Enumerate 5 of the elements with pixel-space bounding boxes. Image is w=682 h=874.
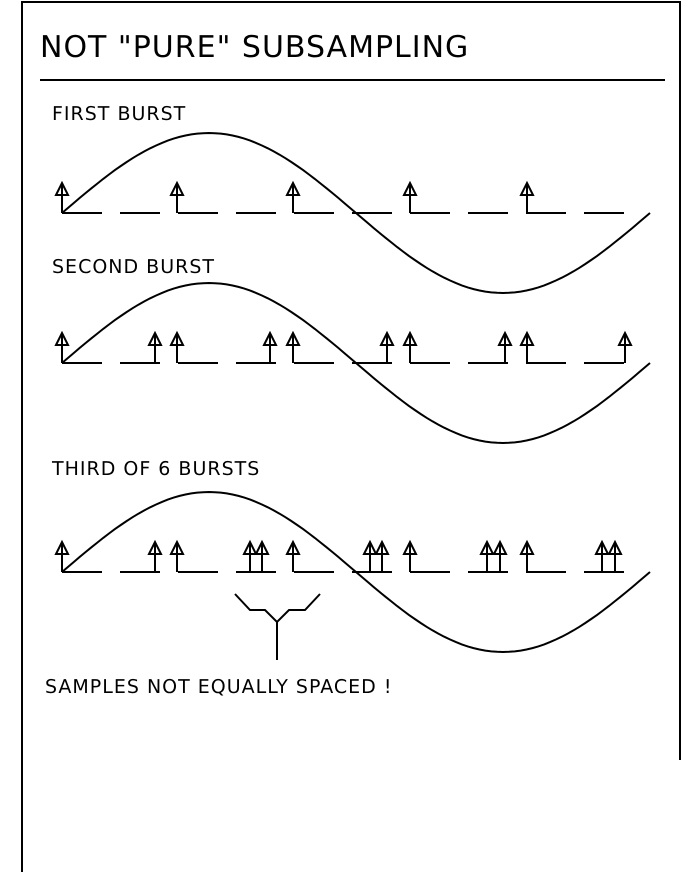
burst-label: THIRD OF 6 BURSTS <box>52 458 260 480</box>
burst-label: SECOND BURST <box>52 256 215 278</box>
burst-label: FIRST BURST <box>52 103 186 125</box>
title: NOT "PURE" SUBSAMPLING <box>40 30 470 65</box>
note-text: SAMPLES NOT EQUALLY SPACED ! <box>45 676 392 698</box>
